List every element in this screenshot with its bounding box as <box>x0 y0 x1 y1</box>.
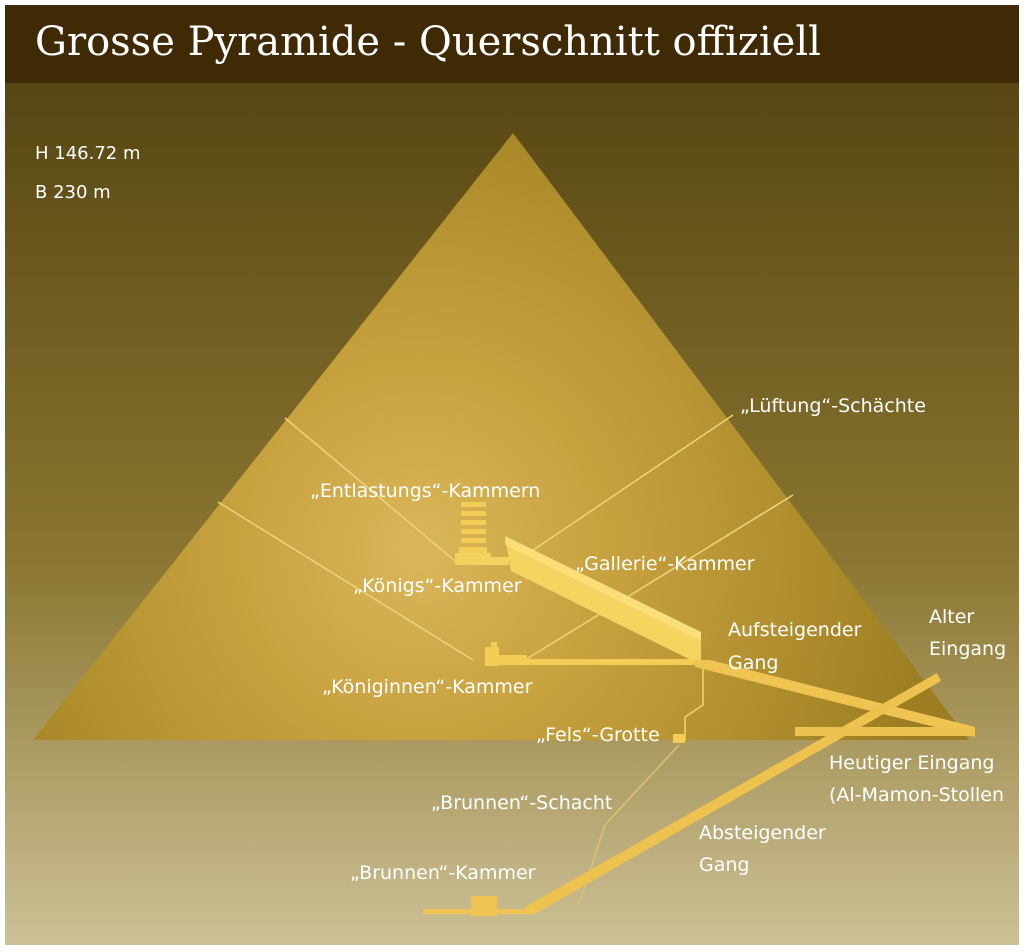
old-entrance-label-line1: Alter <box>929 606 975 628</box>
old-entrance-label-line2: Eingang <box>929 638 1007 660</box>
ascending-passage-label-line1: Aufsteigender <box>728 619 862 641</box>
title-bar: Grosse Pyramide - Querschnitt offiziell <box>5 5 1019 83</box>
grotto <box>673 734 685 743</box>
queens-chamber-label: „Königinnen“-Kammer <box>322 676 533 698</box>
subterranean-chamber <box>423 896 533 916</box>
grand-gallery-label: „Gallerie“-Kammer <box>575 553 755 575</box>
current-entrance-label-line2: (Al-Mamon-Stollen <box>829 784 1005 806</box>
ventilation-shafts <box>217 414 794 661</box>
queens-chamber <box>485 642 527 666</box>
page-title: Grosse Pyramide - Querschnitt offiziell <box>35 19 821 65</box>
relieving-chambers-label: „Entlastungs“-Kammern <box>310 480 541 502</box>
horizontal-passage <box>527 659 697 665</box>
pyramid-scene: H 146.72 m B 230 m „Lüftung“-Schächte „E… <box>5 83 1019 945</box>
current-entrance-label-line1: Heutiger Eingang <box>829 752 995 774</box>
pyramid-cross-section <box>5 83 1019 945</box>
subterranean-chamber-label: „Brunnen“-Kammer <box>350 862 536 884</box>
height-label: H 146.72 m <box>35 143 141 164</box>
well-shaft-upper <box>684 665 704 740</box>
descending-passage-label-line1: Absteigender <box>699 822 826 844</box>
base-label: B 230 m <box>35 182 111 203</box>
well-shaft-label: „Brunnen“-Schacht <box>431 792 613 814</box>
grotto-label: „Fels“-Grotte <box>536 724 660 746</box>
ascending-passage-label-line2: Gang <box>728 652 779 674</box>
descending-passage-label-line2: Gang <box>699 854 750 876</box>
diagram-frame: Grosse Pyramide - Querschnitt offiziell <box>5 5 1019 945</box>
kings-chamber-label: „Königs“-Kammer <box>353 575 522 597</box>
al-mamun-tunnel <box>795 727 975 736</box>
descending-passage <box>525 673 941 915</box>
kings-chamber <box>455 553 509 565</box>
ventilation-shafts-label: „Lüftung“-Schächte <box>740 395 926 417</box>
ascending-passage <box>695 660 975 737</box>
pyramid-body <box>33 133 969 740</box>
